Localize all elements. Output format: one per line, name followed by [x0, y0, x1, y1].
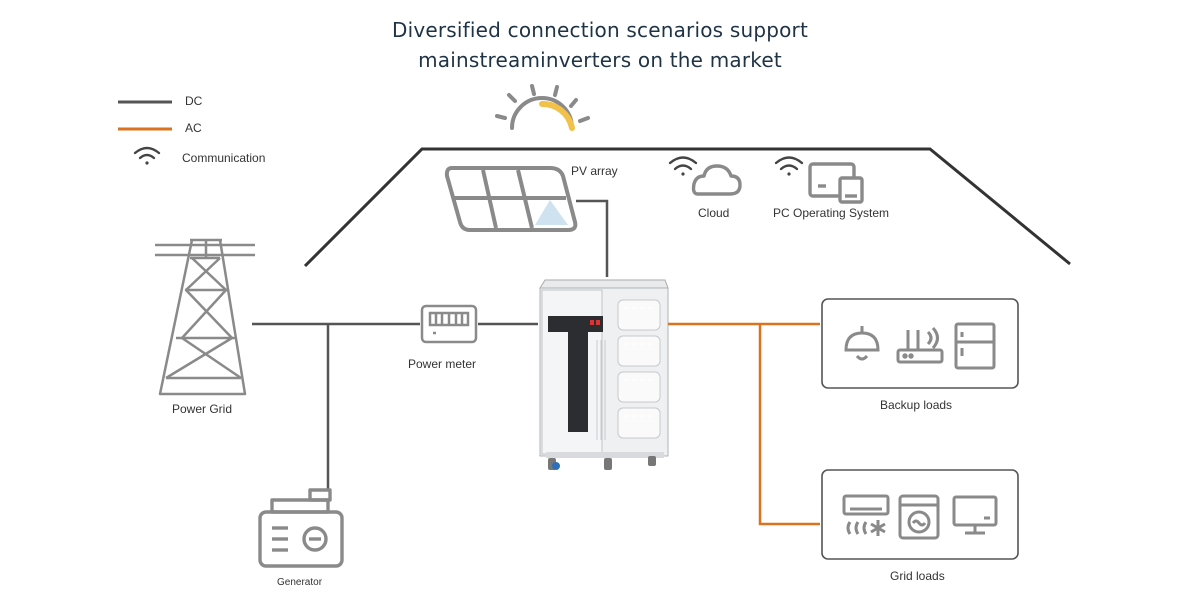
legend-wifi-icon — [133, 146, 161, 165]
battery-cabinet-icon — [539, 279, 669, 470]
backup-loads-label: Backup loads — [880, 398, 953, 412]
diagram-title-line1: Diversified connection scenarios support — [391, 18, 809, 42]
power-grid-label: Power Grid — [172, 402, 233, 416]
generator-icon — [258, 488, 344, 568]
roof-line — [303, 147, 1071, 268]
monitor-icon — [952, 495, 998, 535]
power-tower-icon — [155, 238, 255, 396]
pv-dc-line — [576, 199, 609, 277]
backup-loads-box — [821, 298, 1019, 389]
pc-wifi-icon — [774, 156, 804, 176]
pc-icon — [808, 162, 864, 204]
cloud-wifi-icon — [668, 156, 698, 176]
diagram-title-line2: mainstreaminverters on the market — [418, 48, 782, 72]
pc-os-label: PC Operating System — [773, 206, 890, 220]
cloud-icon — [691, 164, 742, 196]
refrigerator-icon — [954, 322, 996, 370]
washing-machine-icon — [898, 494, 940, 540]
legend-communication-label: Communication — [182, 151, 266, 165]
air-conditioner-icon — [842, 494, 890, 536]
power-meter-icon — [420, 304, 478, 344]
cloud-label: Cloud — [698, 206, 730, 220]
grid-loads-label: Grid loads — [890, 569, 945, 583]
legend-ac-label: AC — [185, 121, 202, 135]
router-icon — [896, 326, 944, 364]
pv-array-label: PV array — [571, 164, 618, 178]
solar-panel-icon — [444, 166, 578, 232]
grid-loads-box — [821, 469, 1019, 560]
sun-icon — [495, 84, 590, 131]
generator-label: Generator — [277, 577, 323, 588]
grid-loads-ac-line — [758, 324, 820, 526]
legend-dc-label: DC — [185, 94, 203, 108]
ceiling-lamp-icon — [844, 326, 880, 361]
power-meter-label: Power meter — [408, 357, 477, 371]
